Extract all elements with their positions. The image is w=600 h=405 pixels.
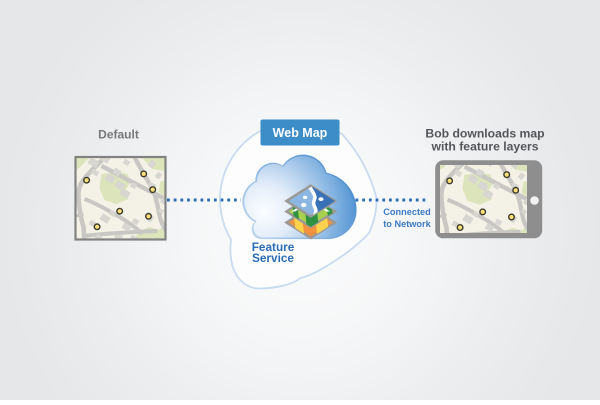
svg-text:Connected: Connected	[383, 207, 430, 217]
svg-text:Bob downloads map: Bob downloads map	[425, 126, 544, 140]
svg-text:Default: Default	[98, 128, 139, 142]
svg-text:Web Map: Web Map	[273, 126, 328, 140]
svg-text:with feature layers: with feature layers	[430, 140, 538, 154]
svg-text:Feature: Feature	[252, 240, 295, 254]
svg-text:Service: Service	[252, 251, 294, 265]
svg-text:to Network: to Network	[383, 219, 431, 229]
